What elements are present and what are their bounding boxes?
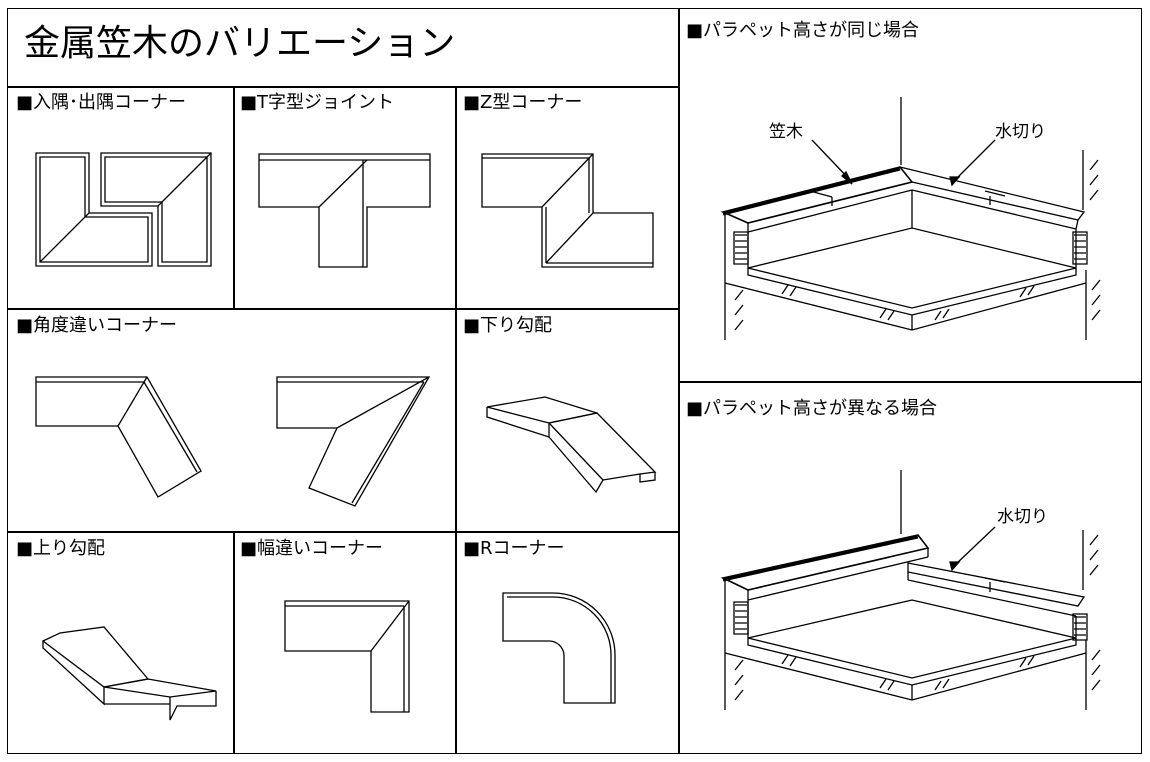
cell-title-corner-in-out: ■入隅･出隅コーナー: [16, 92, 187, 113]
divider-row3-b: [455, 531, 457, 754]
page-title: 金属笠木のバリエーション: [24, 23, 456, 64]
divider-right-panels: [678, 381, 1142, 383]
label-mizukiri-different: 水切り: [997, 507, 1048, 527]
label-mizukiri-same: 水切り: [995, 122, 1046, 142]
divider-row3-a: [233, 531, 235, 754]
divider-row-2: [7, 308, 679, 310]
cell-title-angle-corner: ■角度違いコーナー: [16, 315, 178, 336]
cell-title-width-corner: ■幅違いコーナー: [240, 538, 384, 559]
cell-title-z-corner: ■Z型コーナー: [463, 92, 583, 113]
divider-row1-b: [455, 86, 457, 309]
cell-title-up-slope: ■上り勾配: [16, 538, 106, 559]
panel-title-different-height: ■パラペット高さが異なる場合: [686, 398, 938, 419]
cell-title-t-joint: ■T字型ジョイント: [240, 92, 395, 113]
cell-title-r-corner: ■Rコーナー: [463, 538, 565, 559]
divider-title-row: [7, 86, 679, 88]
divider-row-3: [7, 531, 679, 533]
cell-title-down-slope: ■下り勾配: [463, 315, 553, 336]
panel-title-same-height: ■パラペット高さが同じ場合: [686, 20, 920, 41]
divider-row1-a: [233, 86, 235, 309]
label-kasagi: 笠木: [769, 122, 803, 142]
divider-row2: [455, 308, 457, 532]
